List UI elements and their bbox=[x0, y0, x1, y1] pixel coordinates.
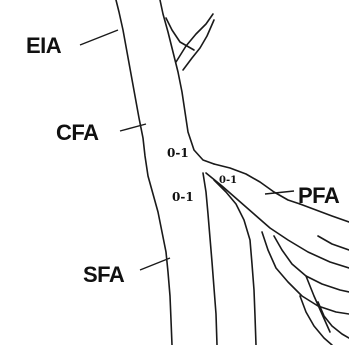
main-artery-left-wall bbox=[116, 0, 172, 345]
cfa-label: CFA bbox=[56, 120, 99, 145]
upper-branch-tip bbox=[166, 18, 194, 50]
pfa-leader-line bbox=[265, 191, 294, 194]
sfa-label: SFA bbox=[83, 262, 125, 287]
eia-leader-line bbox=[80, 30, 118, 45]
eia-label: EIA bbox=[26, 33, 62, 58]
cfa-grade-label: 0-1 bbox=[167, 146, 189, 160]
bottom-right-vessel bbox=[306, 276, 330, 332]
sfa-grade-label: 0-1 bbox=[172, 190, 194, 204]
sfa-right-wall bbox=[203, 173, 217, 345]
sfa-leader-line bbox=[140, 258, 170, 270]
pfa-label: PFA bbox=[298, 183, 340, 208]
pfa-tip-lower bbox=[318, 236, 349, 250]
pfa-inner-groove bbox=[214, 180, 256, 345]
pfa-descending-branch-outer bbox=[262, 232, 349, 314]
pfa-grade-label: 0-1 bbox=[219, 175, 237, 186]
